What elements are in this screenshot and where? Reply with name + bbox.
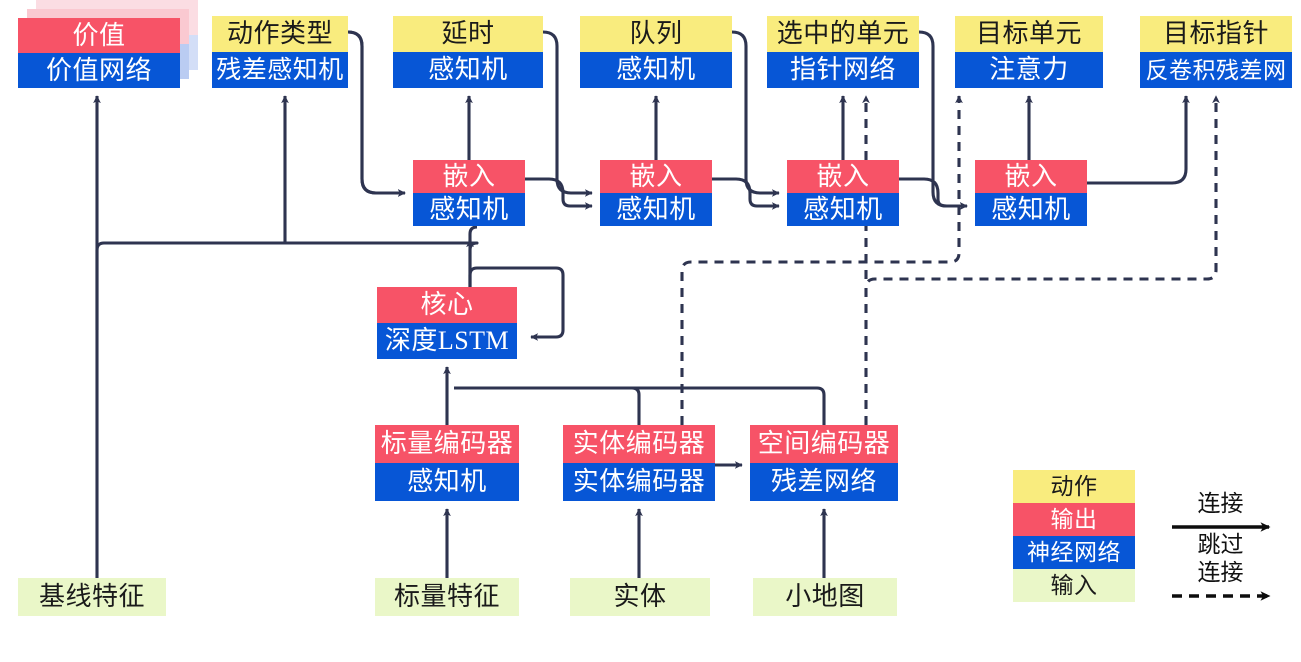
- wire-entityenc-bus: [454, 386, 641, 425]
- node-entity-enc-bottom-label: 实体编码器: [563, 463, 715, 501]
- node-delay-top-label: 延时: [393, 16, 543, 52]
- node-embed-3-bottom-label: 感知机: [787, 193, 899, 226]
- node-embed-2-bottom-label: 感知机: [600, 193, 712, 226]
- node-action-type-top-label: 动作类型: [212, 16, 348, 52]
- node-scalar-feat-bottom-label: 标量特征: [375, 578, 519, 616]
- node-embed-2[interactable]: 嵌入感知机: [600, 160, 712, 226]
- node-target-unit[interactable]: 目标单元注意力: [955, 16, 1103, 88]
- node-value-bottom-label: 价值网络: [18, 53, 180, 88]
- node-embed-1[interactable]: 嵌入感知机: [413, 160, 525, 226]
- node-delay-bottom-label: 感知机: [393, 52, 543, 88]
- node-value[interactable]: 价值价值网络: [18, 18, 180, 88]
- node-scalar-enc-bottom-label: 感知机: [375, 463, 519, 501]
- node-embed-4-bottom-label: 感知机: [975, 193, 1087, 226]
- skip-entity-to-selected-h: [598, 240, 866, 425]
- node-core-top-label: 核心: [377, 287, 517, 323]
- skip-spatialenc-to-targetpointer: [864, 95, 1220, 425]
- node-action-type[interactable]: 动作类型残差感知机: [212, 16, 348, 88]
- node-scalar-feat[interactable]: 标量特征: [375, 578, 519, 616]
- node-baseline-feat-bottom-label: 基线特征: [18, 578, 166, 616]
- wire-delay-hidden: [543, 32, 571, 186]
- node-entity-enc-top-label: 实体编码器: [563, 425, 715, 463]
- node-embed-3[interactable]: 嵌入感知机: [787, 160, 899, 226]
- node-embed-3-top-label: 嵌入: [787, 160, 899, 193]
- node-spatial-enc[interactable]: 空间编码器残差网络: [750, 425, 898, 501]
- node-spatial-enc-bottom-label: 残差网络: [750, 463, 898, 501]
- legend-swatch-network: 神经网络: [1013, 536, 1135, 569]
- node-selected[interactable]: 选中的单元指针网络: [767, 16, 919, 88]
- node-spatial-enc-top-label: 空间编码器: [750, 425, 898, 463]
- node-embed-4[interactable]: 嵌入感知机: [975, 160, 1087, 226]
- skip-entityenc-to-targetunit: [680, 95, 963, 425]
- legend-swatch-input: 输入: [1013, 569, 1135, 602]
- wire-core-to-left-bus: [104, 241, 479, 287]
- legend-color-key: 动作 输出 神经网络 输入: [1013, 470, 1135, 602]
- node-scalar-enc-top-label: 标量编码器: [375, 425, 519, 463]
- node-minimap-in[interactable]: 小地图: [753, 578, 897, 616]
- node-embed-1-top-label: 嵌入: [413, 160, 525, 193]
- node-core-bottom-label: 深度LSTM: [377, 323, 517, 359]
- node-queue-top-label: 队列: [580, 16, 732, 52]
- legend-label-skip-line2: 连接: [1197, 560, 1244, 585]
- node-embed-2-top-label: 嵌入: [600, 160, 712, 193]
- node-selected-top-label: 选中的单元: [767, 16, 919, 52]
- node-target-unit-bottom-label: 注意力: [955, 52, 1103, 88]
- node-selected-bottom-label: 指针网络: [767, 52, 919, 88]
- node-queue-bottom-label: 感知机: [580, 52, 732, 88]
- wire-spatialenc-bus: [454, 386, 826, 425]
- node-delay[interactable]: 延时感知机: [393, 16, 543, 88]
- node-value-top-label: 价值: [18, 18, 180, 53]
- wire-delay-to-embed2-path: [543, 32, 571, 180]
- wire-embed4-to-targetpointer: [1087, 95, 1190, 185]
- wire-queue-hidden: [732, 32, 760, 180]
- node-target-point[interactable]: 目标指针反卷积残差网: [1140, 16, 1292, 88]
- node-core[interactable]: 核心深度LSTM: [377, 287, 517, 359]
- legend-swatch-output: 输出: [1013, 503, 1135, 536]
- node-target-point-top-label: 目标指针: [1140, 16, 1292, 52]
- node-target-point-bottom-label: 反卷积残差网: [1140, 52, 1292, 88]
- node-scalar-enc[interactable]: 标量编码器感知机: [375, 425, 519, 501]
- wire-embed2-to-embed3: [712, 177, 780, 210]
- node-entity-in[interactable]: 实体: [570, 578, 710, 616]
- wire-embed1-to-embed2: [525, 177, 593, 210]
- wire-embed3-to-embed4: [899, 177, 968, 210]
- legend-label-skip-line1: 跳过: [1197, 532, 1244, 557]
- wire-core-stub: [468, 225, 478, 243]
- node-embed-4-top-label: 嵌入: [975, 160, 1087, 193]
- node-target-unit-top-label: 目标单元: [955, 16, 1103, 52]
- node-entity-enc[interactable]: 实体编码器实体编码器: [563, 425, 715, 501]
- node-action-type-bottom-label: 残差感知机: [212, 52, 348, 88]
- node-queue[interactable]: 队列感知机: [580, 16, 732, 88]
- node-embed-1-bottom-label: 感知机: [413, 193, 525, 226]
- legend-label-connection: 连接: [1197, 491, 1244, 516]
- node-entity-in-bottom-label: 实体: [570, 578, 710, 616]
- node-baseline-feat[interactable]: 基线特征: [18, 578, 166, 616]
- node-minimap-in-bottom-label: 小地图: [753, 578, 897, 616]
- legend-swatch-action: 动作: [1013, 470, 1135, 503]
